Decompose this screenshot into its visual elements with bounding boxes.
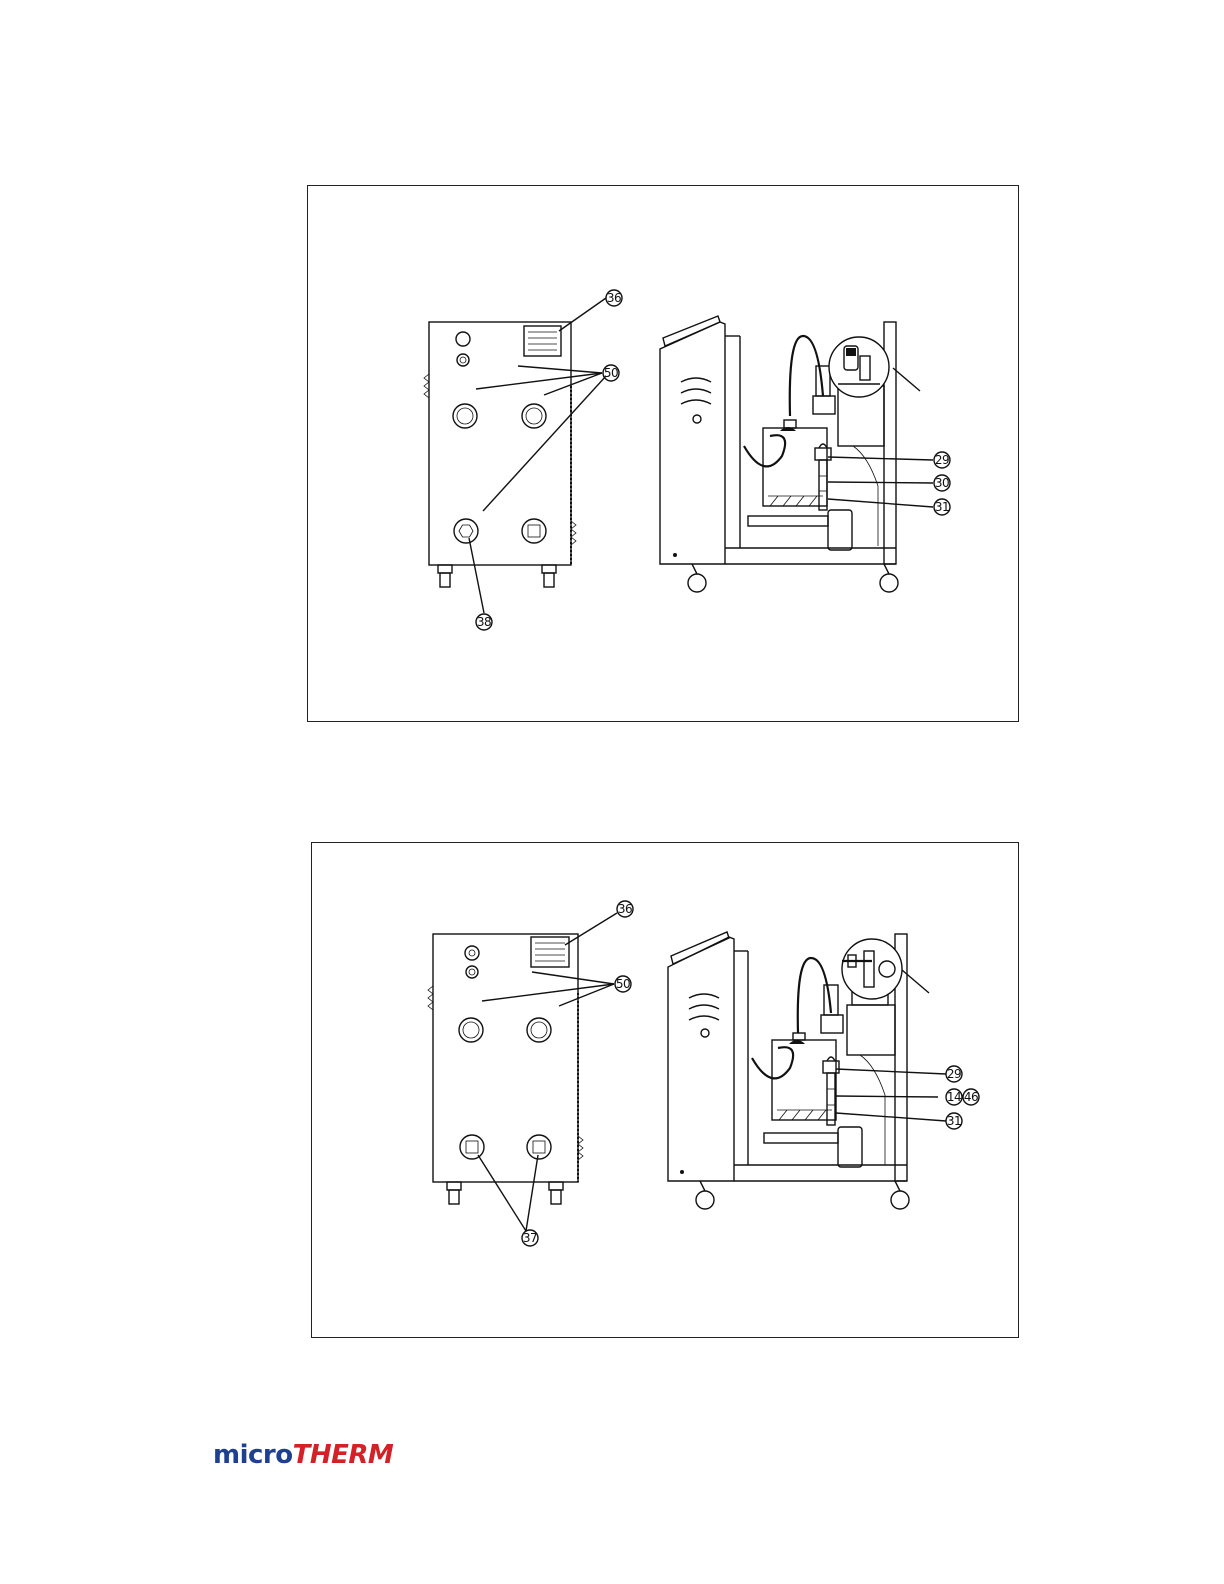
label-plate (531, 937, 569, 967)
side-view (660, 316, 920, 592)
svg-text:30: 30 (935, 476, 949, 490)
callout-50: 50 (615, 976, 631, 992)
svg-text:29: 29 (947, 1067, 961, 1081)
svg-text:37: 37 (523, 1231, 537, 1245)
svg-text:50: 50 (604, 366, 618, 380)
svg-text:31: 31 (935, 500, 949, 514)
svg-text:46: 46 (964, 1090, 978, 1104)
callout-31: 31 (946, 1113, 962, 1129)
unit-drawing-1: 36 50 38 29 30 31 (308, 186, 1020, 723)
callout-50: 50 (603, 365, 619, 381)
logo-micro: micro (213, 1440, 293, 1470)
rear-view (428, 934, 583, 1204)
svg-text:14: 14 (947, 1090, 961, 1104)
callout-14: 14 (946, 1089, 962, 1105)
detail-circle (829, 337, 889, 397)
svg-text:38: 38 (477, 615, 491, 629)
callout-37: 37 (522, 1230, 538, 1246)
svg-text:36: 36 (618, 902, 632, 916)
rear-view (424, 322, 576, 587)
callout-36: 36 (617, 901, 633, 917)
callout-36: 36 (606, 290, 622, 306)
svg-text:29: 29 (935, 453, 949, 467)
callout-30: 30 (934, 475, 950, 491)
unit-drawing-2: 36 50 37 29 14 46 31 (312, 843, 1020, 1339)
callout-38: 38 (476, 614, 492, 630)
callout-29: 29 (934, 452, 950, 468)
logo-therm: THERM (293, 1440, 394, 1470)
diagram-panel-1: 36 50 38 29 30 31 (307, 185, 1019, 722)
diagram-panel-2: 36 50 37 29 14 46 31 (311, 842, 1019, 1338)
label-plate (524, 326, 561, 356)
side-view (668, 932, 929, 1209)
callout-29: 29 (946, 1066, 962, 1082)
svg-text:31: 31 (947, 1114, 961, 1128)
callout-46: 46 (963, 1089, 979, 1105)
svg-text:50: 50 (616, 977, 630, 991)
callout-31: 31 (934, 499, 950, 515)
svg-text:36: 36 (607, 291, 621, 305)
detail-circle (842, 939, 902, 999)
